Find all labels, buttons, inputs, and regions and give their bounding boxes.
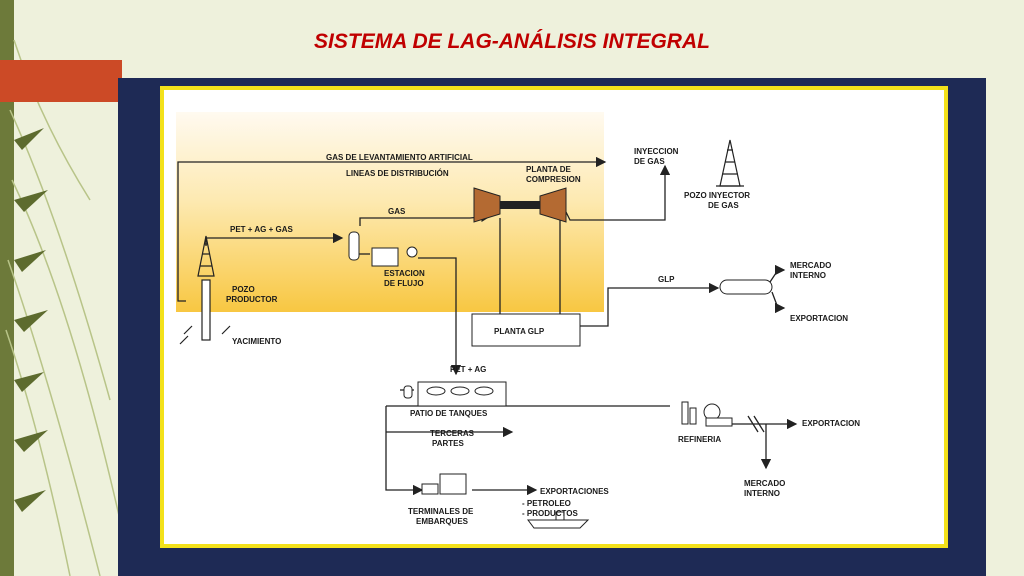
compressor-1 [473,187,501,223]
label-domestic-market-b-2: INTERNO [744,489,780,498]
label-distribution-lines: LINEAS DE DISTRIBUCIÓN [346,169,449,178]
label-flow-station-1: ESTACION [384,269,425,278]
left-accent-bar [0,0,14,576]
label-gas-injection-1: INYECCION [634,147,679,156]
label-reservoir: YACIMIENTO [232,337,281,346]
glp-storage-icon [719,279,773,295]
label-third-parties-1: TERCERAS [430,429,475,438]
decorative-leaves [5,39,121,576]
label-gas-injection-2: DE GAS [634,157,665,166]
label-exports: EXPORTACIONES [540,487,609,496]
label-compression-plant-2: COMPRESION [526,175,581,184]
terminal-icon [421,473,467,495]
label-domestic-market-b-1: MERCADO [744,479,785,488]
injector-well-icon [716,139,744,187]
label-pet-ag-gas: PET + AG + GAS [230,225,293,234]
label-petroleum: - PETROLEO [522,499,571,508]
label-third-parties-2: PARTES [432,439,465,448]
label-flow-station-2: DE FLUJO [384,279,424,288]
label-refinery: REFINERIA [678,435,721,444]
glp-market-branch [769,264,786,283]
label-products: - PRODUCTOS [522,509,579,518]
label-glp-plant: PLANTA GLP [494,327,545,336]
label-tank-yard: PATIO DE TANQUES [410,409,488,418]
label-export-1: EXPORTACION [790,314,848,323]
compressor-shaft [500,201,540,209]
gas-lift-zone-highlight [176,112,604,312]
label-domestic-market-2: INTERNO [790,271,826,280]
label-gas: GAS [388,207,406,216]
slide-title: SISTEMA DE LAG-ANÁLISIS INTEGRAL [314,30,710,53]
label-pet-ag: PET + AG [450,365,486,374]
label-injector-well-1: POZO INYECTOR [684,191,750,200]
refinery-icon [681,401,733,427]
compressor-2 [539,187,567,223]
label-glp: GLP [658,275,675,284]
gas-line [359,211,492,226]
label-domestic-market-1: MERCADO [790,261,831,270]
station-to-tanks [418,257,462,376]
production-line [205,232,344,246]
label-gas-lift: GAS DE LEVANTAMIENTO ARTIFICIAL [326,153,473,162]
glp-to-market [580,282,720,327]
label-export-2: EXPORTACION [802,419,860,428]
producer-well-icon [179,235,231,345]
process-diagram: GAS DE LEVANTAMIENTO ARTIFICIAL LINEAS D… [177,139,860,529]
export-break [747,415,765,433]
flow-station-icon [371,246,418,267]
gas-lift-line [177,156,607,302]
separator-icon [348,231,360,261]
label-terminals-1: TERMINALES DE [408,507,474,516]
tanks-to-refinery [385,406,424,496]
glp-plant-box [471,313,581,347]
label-compression-plant-1: PLANTA DE [526,165,572,174]
injection-line [563,164,671,221]
label-terminals-2: EMBARQUES [416,517,469,526]
label-injector-well-2: DE GAS [708,201,739,210]
tank-yard-icon [403,381,507,407]
glp-export-branch [771,291,786,314]
tanker-ship-icon [527,511,590,529]
title-accent-tab [0,60,122,102]
label-producer-well-2: PRODUCTOR [226,295,278,304]
label-producer-well-1: POZO [232,285,255,294]
